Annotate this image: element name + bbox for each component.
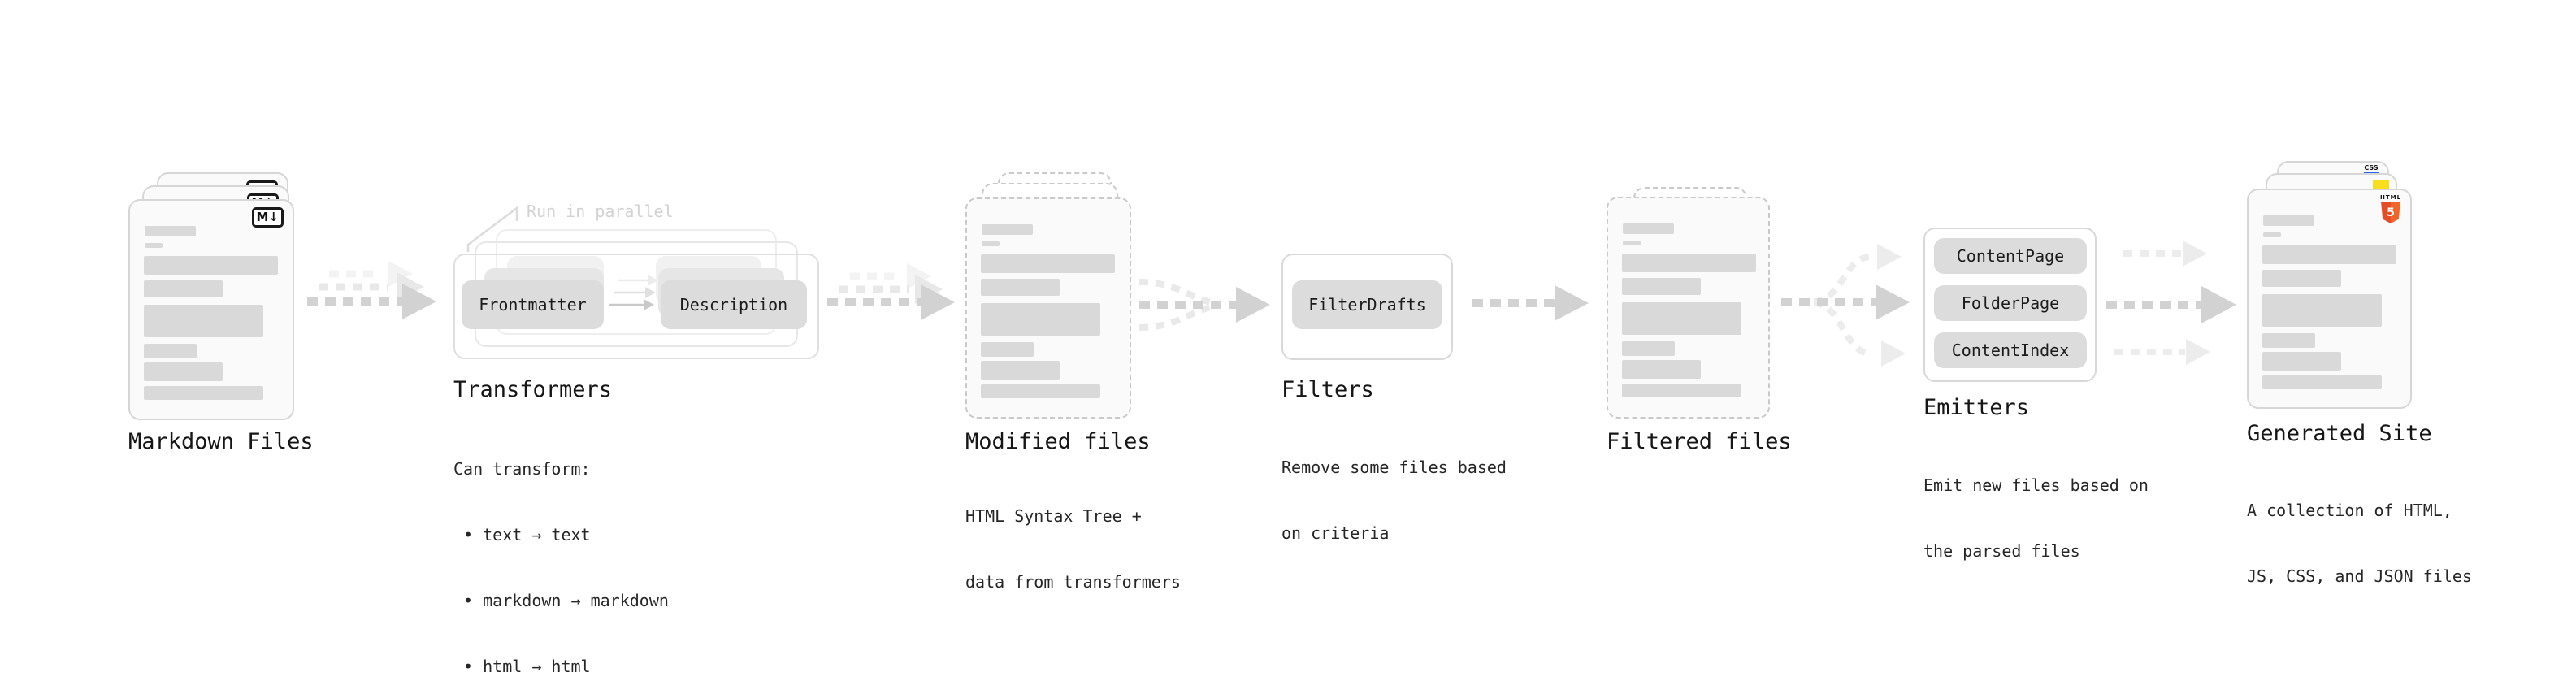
skeleton-bar (2263, 215, 2314, 226)
javascript-icon (2373, 180, 2389, 189)
skeleton-bar (981, 361, 1060, 380)
skeleton-bar (981, 279, 1060, 296)
skeleton-bar (2263, 232, 2281, 237)
markdown-doc-front: M↓ (128, 199, 294, 420)
skeleton-bar (2262, 333, 2315, 348)
skeleton-bar (144, 305, 263, 337)
frontmatter-pill: Frontmatter (462, 280, 604, 329)
modified-doc-front (965, 197, 1131, 419)
stage-title-markdown-files: Markdown Files (128, 429, 314, 454)
description-line: HTML Syntax Tree + (965, 506, 1142, 526)
generated-site-description: A collection of HTML, JS, CSS, and JSON … (2247, 456, 2472, 631)
skeleton-bar (1622, 254, 1756, 272)
skeleton-bar (144, 386, 263, 400)
stage-title-filtered-files: Filtered files (1607, 429, 1792, 454)
contentindex-pill: ContentIndex (1934, 332, 2087, 368)
contentpage-pill: ContentPage (1934, 238, 2087, 274)
skeleton-bar (1622, 384, 1741, 397)
emitters-description: Emit new files based on the parsed files (1923, 431, 2149, 606)
stage-title-filters: Filters (1281, 377, 1374, 402)
generated-doc-html: HTML 5 (2247, 189, 2412, 409)
description-line: Can transform: (453, 459, 591, 479)
stage-title-modified-files: Modified files (965, 429, 1151, 454)
html5-badge-word: HTML (2380, 194, 2402, 201)
description-line: A collection of HTML, (2247, 501, 2452, 520)
stage-title-emitters: Emitters (1923, 395, 2030, 420)
html5-shield: 5 (2381, 202, 2400, 223)
html5-icon: HTML 5 (2380, 194, 2401, 223)
skeleton-bar (144, 362, 223, 381)
arrow-filtered-to-emitters (1781, 244, 1910, 367)
skeleton-bar (145, 226, 196, 236)
arrow-markdown-to-transformers (307, 261, 436, 319)
description-line: Remove some files based (1281, 458, 1507, 477)
description-pill: Description (661, 280, 807, 329)
filterdrafts-pill: FilterDrafts (1292, 280, 1442, 329)
skeleton-bar (1623, 223, 1674, 234)
css-badge-text: CSS (2364, 164, 2379, 171)
skeleton-bar (144, 280, 223, 297)
filters-description: Remove some files based on criteria (1281, 413, 1507, 588)
skeleton-bar (2262, 294, 2382, 327)
description-line: • markdown → markdown (453, 591, 669, 610)
description-line: Emit new files based on (1923, 475, 2149, 495)
arrow-transformers-to-modified (827, 263, 955, 320)
skeleton-bar (1622, 302, 1741, 335)
arrow-emitters-to-generated (2106, 241, 2236, 365)
skeleton-bar (981, 303, 1100, 336)
skeleton-bar (1622, 341, 1675, 356)
skeleton-bar (981, 384, 1100, 398)
modified-files-description: HTML Syntax Tree + data from transformer… (965, 462, 1181, 637)
skeleton-bar (982, 224, 1033, 235)
description-line: • text → text (453, 525, 591, 544)
run-in-parallel-note: Run in parallel (527, 202, 674, 221)
skeleton-bar (1622, 278, 1701, 295)
skeleton-bar (981, 254, 1115, 273)
skeleton-bar (2262, 375, 2382, 389)
markdown-icon: M↓ (251, 207, 284, 228)
arrow-filters-to-filtered (1472, 285, 1589, 321)
skeleton-bar (2262, 245, 2396, 264)
skeleton-bar (1623, 241, 1641, 245)
skeleton-bar (145, 243, 163, 248)
transformer-frame-front (453, 254, 819, 359)
description-line: • html → html (453, 657, 591, 676)
filtered-doc-front (1607, 197, 1770, 419)
skeleton-bar (982, 241, 1000, 246)
skeleton-bar (981, 342, 1034, 357)
skeleton-bar (144, 344, 197, 358)
description-line: JS, CSS, and JSON files (2247, 566, 2472, 586)
html5-badge-number: 5 (2387, 206, 2395, 219)
skeleton-bar (144, 256, 278, 275)
skeleton-bar (2262, 270, 2341, 287)
description-line: on criteria (1281, 523, 1390, 543)
description-line: data from transformers (965, 572, 1181, 592)
description-line: the parsed files (1923, 541, 2080, 561)
transformers-description: Can transform: • text → text • markdown … (453, 414, 669, 681)
skeleton-bar (2262, 352, 2341, 371)
skeleton-bar (1622, 360, 1701, 379)
stage-title-transformers: Transformers (453, 377, 613, 402)
stage-title-generated-site: Generated Site (2247, 421, 2432, 446)
arrow-modified-to-filters (1138, 279, 1270, 331)
folderpage-pill: FolderPage (1934, 285, 2087, 321)
